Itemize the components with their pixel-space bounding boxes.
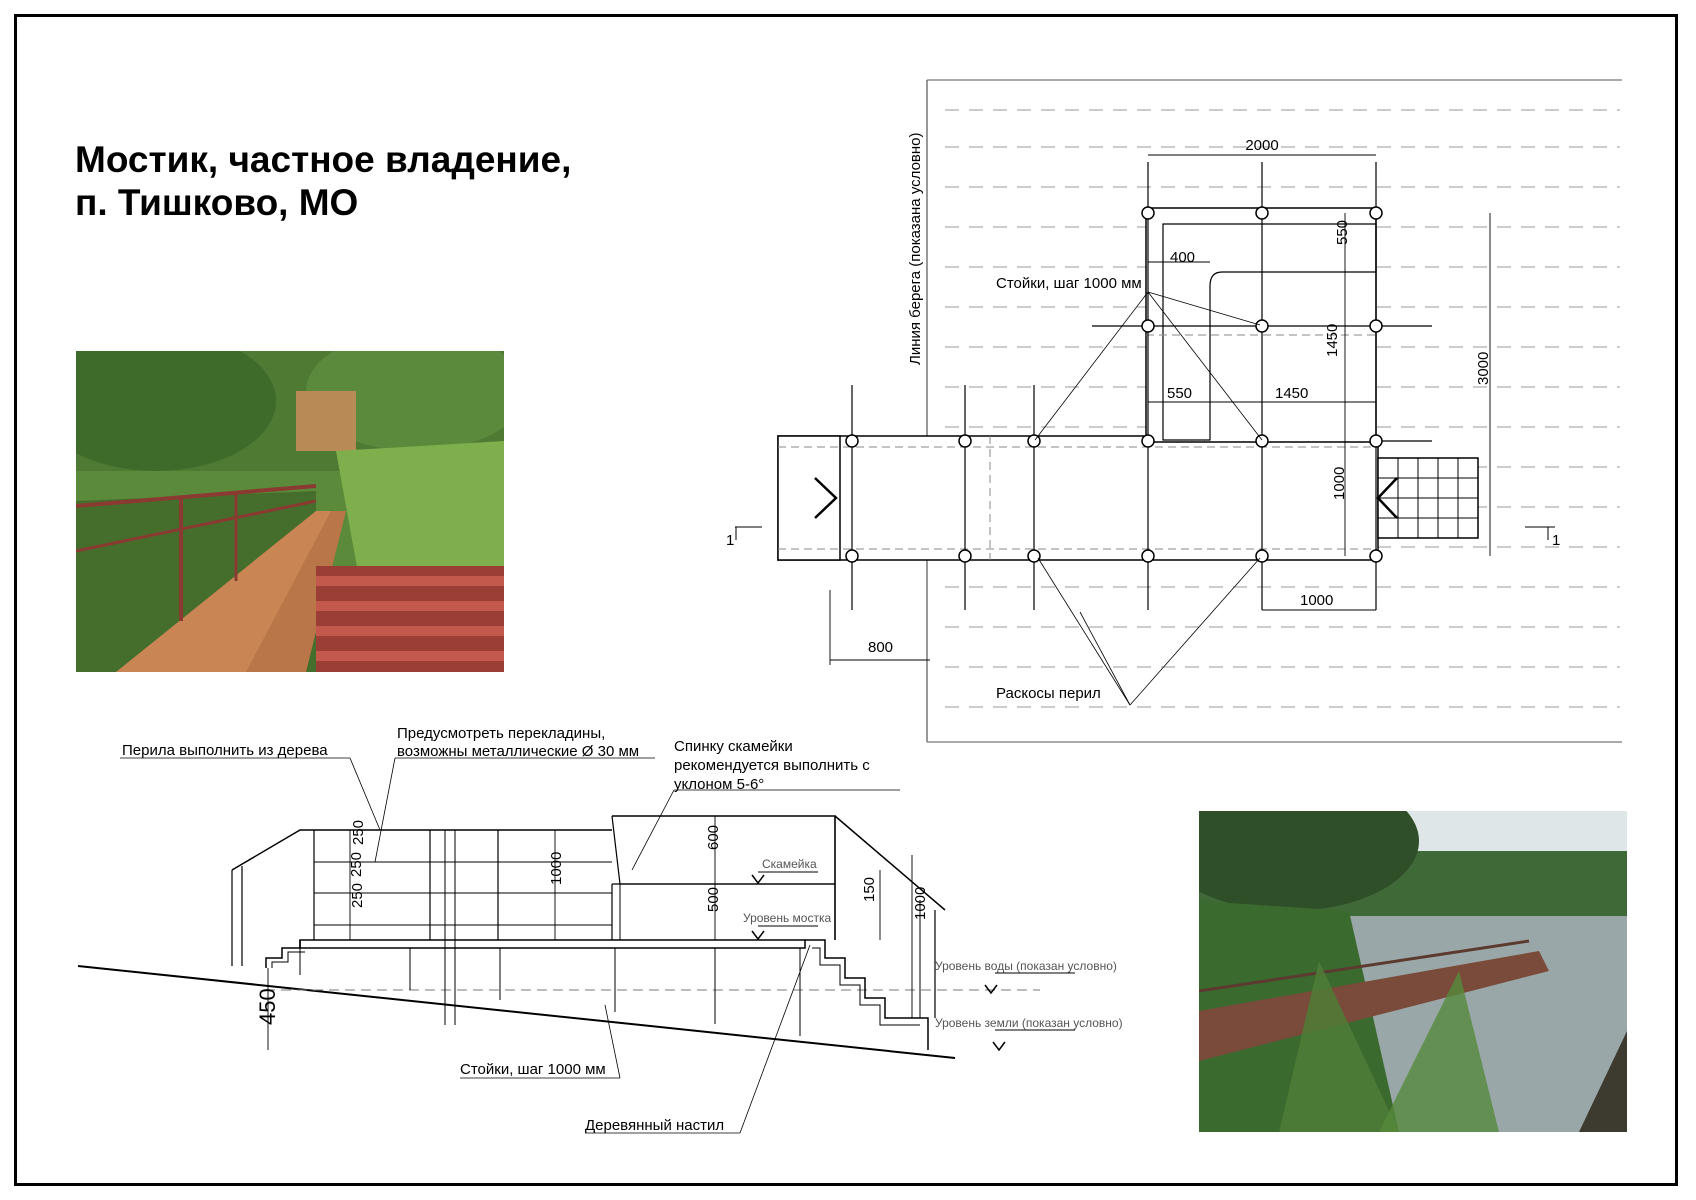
- bench-label-line-3: уклоном 5-6°: [674, 776, 764, 793]
- section-deck: [299, 939, 806, 949]
- plan-dim-550-vertical: 550: [1334, 220, 1351, 245]
- section-leaders: [120, 757, 900, 1134]
- plan-dim-800: 800: [868, 639, 893, 656]
- section-dim-600: 600: [705, 825, 722, 850]
- plan-posts-label: Стойки, шаг 1000 мм: [996, 275, 1142, 292]
- section-dim-250-middle: 250: [348, 852, 365, 877]
- section-dim-250-bottom: 250: [349, 883, 366, 908]
- page-title: Мостик, частное владение, п. Тишково, МО: [75, 138, 571, 224]
- left-steps-inner: [271, 951, 305, 968]
- entry-step: [777, 435, 841, 561]
- section-dim-150: 150: [861, 877, 878, 902]
- section-posts-label: Стойки, шаг 1000 мм: [460, 1061, 606, 1078]
- plan-braces-label: Раскосы перил: [996, 685, 1101, 702]
- railing-top-right: [834, 815, 946, 911]
- bench-back: [611, 815, 835, 885]
- bench-label-line-2: рекомендуется выполнить с: [674, 757, 870, 774]
- deck-label: Деревянный настил: [585, 1117, 724, 1134]
- ground-line: [77, 965, 956, 1059]
- title-line-2: п. Тишково, МО: [75, 182, 359, 223]
- section-dim-500: 500: [705, 887, 722, 912]
- left-steps: [265, 940, 301, 968]
- plan-dimension-lines: [735, 154, 1555, 665]
- plan-view: [735, 79, 1622, 743]
- plan-dim-1450-vertical: 1450: [1324, 324, 1341, 357]
- deck-level-label: Уровень мостка: [743, 911, 831, 925]
- page-frame: [14, 14, 1678, 1186]
- shore-line-label: Линия берега (показана условно): [907, 132, 924, 365]
- plan-dim-400: 400: [1170, 249, 1195, 266]
- level-markers: [758, 871, 1075, 1031]
- section-view: [77, 757, 1075, 1134]
- plan-dim-550-horizontal: 550: [1167, 385, 1192, 402]
- crossbars-label-line-2: возможны металлические Ø 30 мм: [397, 743, 639, 760]
- bridge-photo-lake-icon: [1199, 811, 1627, 1132]
- plan-leaders: [1034, 291, 1263, 706]
- right-steps-inner: [812, 947, 920, 1026]
- bridge-photo-reeds-icon: [76, 351, 504, 672]
- plan-dim-2000: 2000: [1245, 137, 1278, 154]
- plan-dim-1450-horizontal: 1450: [1275, 385, 1308, 402]
- bench-outline: [1162, 223, 1377, 441]
- post-circles: [845, 206, 1383, 563]
- bench-level-label: Скамейка: [762, 857, 817, 871]
- right-steps: [805, 939, 929, 1050]
- photo-bridge-lake: [1199, 811, 1627, 1132]
- ground-level-label: Уровень земли (показан условно): [935, 1016, 1123, 1030]
- section-dim-1000-railing: 1000: [548, 852, 565, 885]
- exit-arrow-icon: [1376, 477, 1398, 519]
- bench-level-arrow-icon: [751, 874, 765, 885]
- section-dim-1000-right: 1000: [912, 887, 929, 920]
- section-dim-250-top: 250: [350, 820, 367, 845]
- photo-bridge-reeds: [76, 351, 504, 672]
- stair-treads: [1378, 458, 1478, 538]
- railing-crossbars: [314, 861, 612, 926]
- railing-label: Перила выполнить из дерева: [122, 742, 328, 759]
- section-marker-right: 1: [1552, 532, 1560, 549]
- water-level-label: Уровень воды (показан условно): [935, 959, 1117, 973]
- water-level-arrow-icon: [984, 984, 998, 995]
- ground-level-arrow-icon: [992, 1041, 1006, 1052]
- plan-dim-3000: 3000: [1475, 352, 1492, 385]
- main-deck: [777, 435, 1379, 561]
- crossbars-label-line-1: Предусмотреть перекладины,: [397, 725, 605, 742]
- title-line-1: Мостик, частное владение,: [75, 139, 572, 180]
- section-dimension-lines: [267, 816, 913, 1050]
- bench-label-line-1: Спинку скамейки: [674, 738, 793, 755]
- plan-dim-1000-horizontal: 1000: [1300, 592, 1333, 609]
- section-marker-left: 1: [726, 532, 734, 549]
- entry-arrow-icon: [814, 477, 838, 519]
- plan-dim-1000-vertical: 1000: [1331, 467, 1348, 500]
- section-dim-450: 450: [255, 988, 280, 1025]
- railing-top-left: [231, 829, 612, 871]
- deck-level-arrow-icon: [751, 930, 765, 941]
